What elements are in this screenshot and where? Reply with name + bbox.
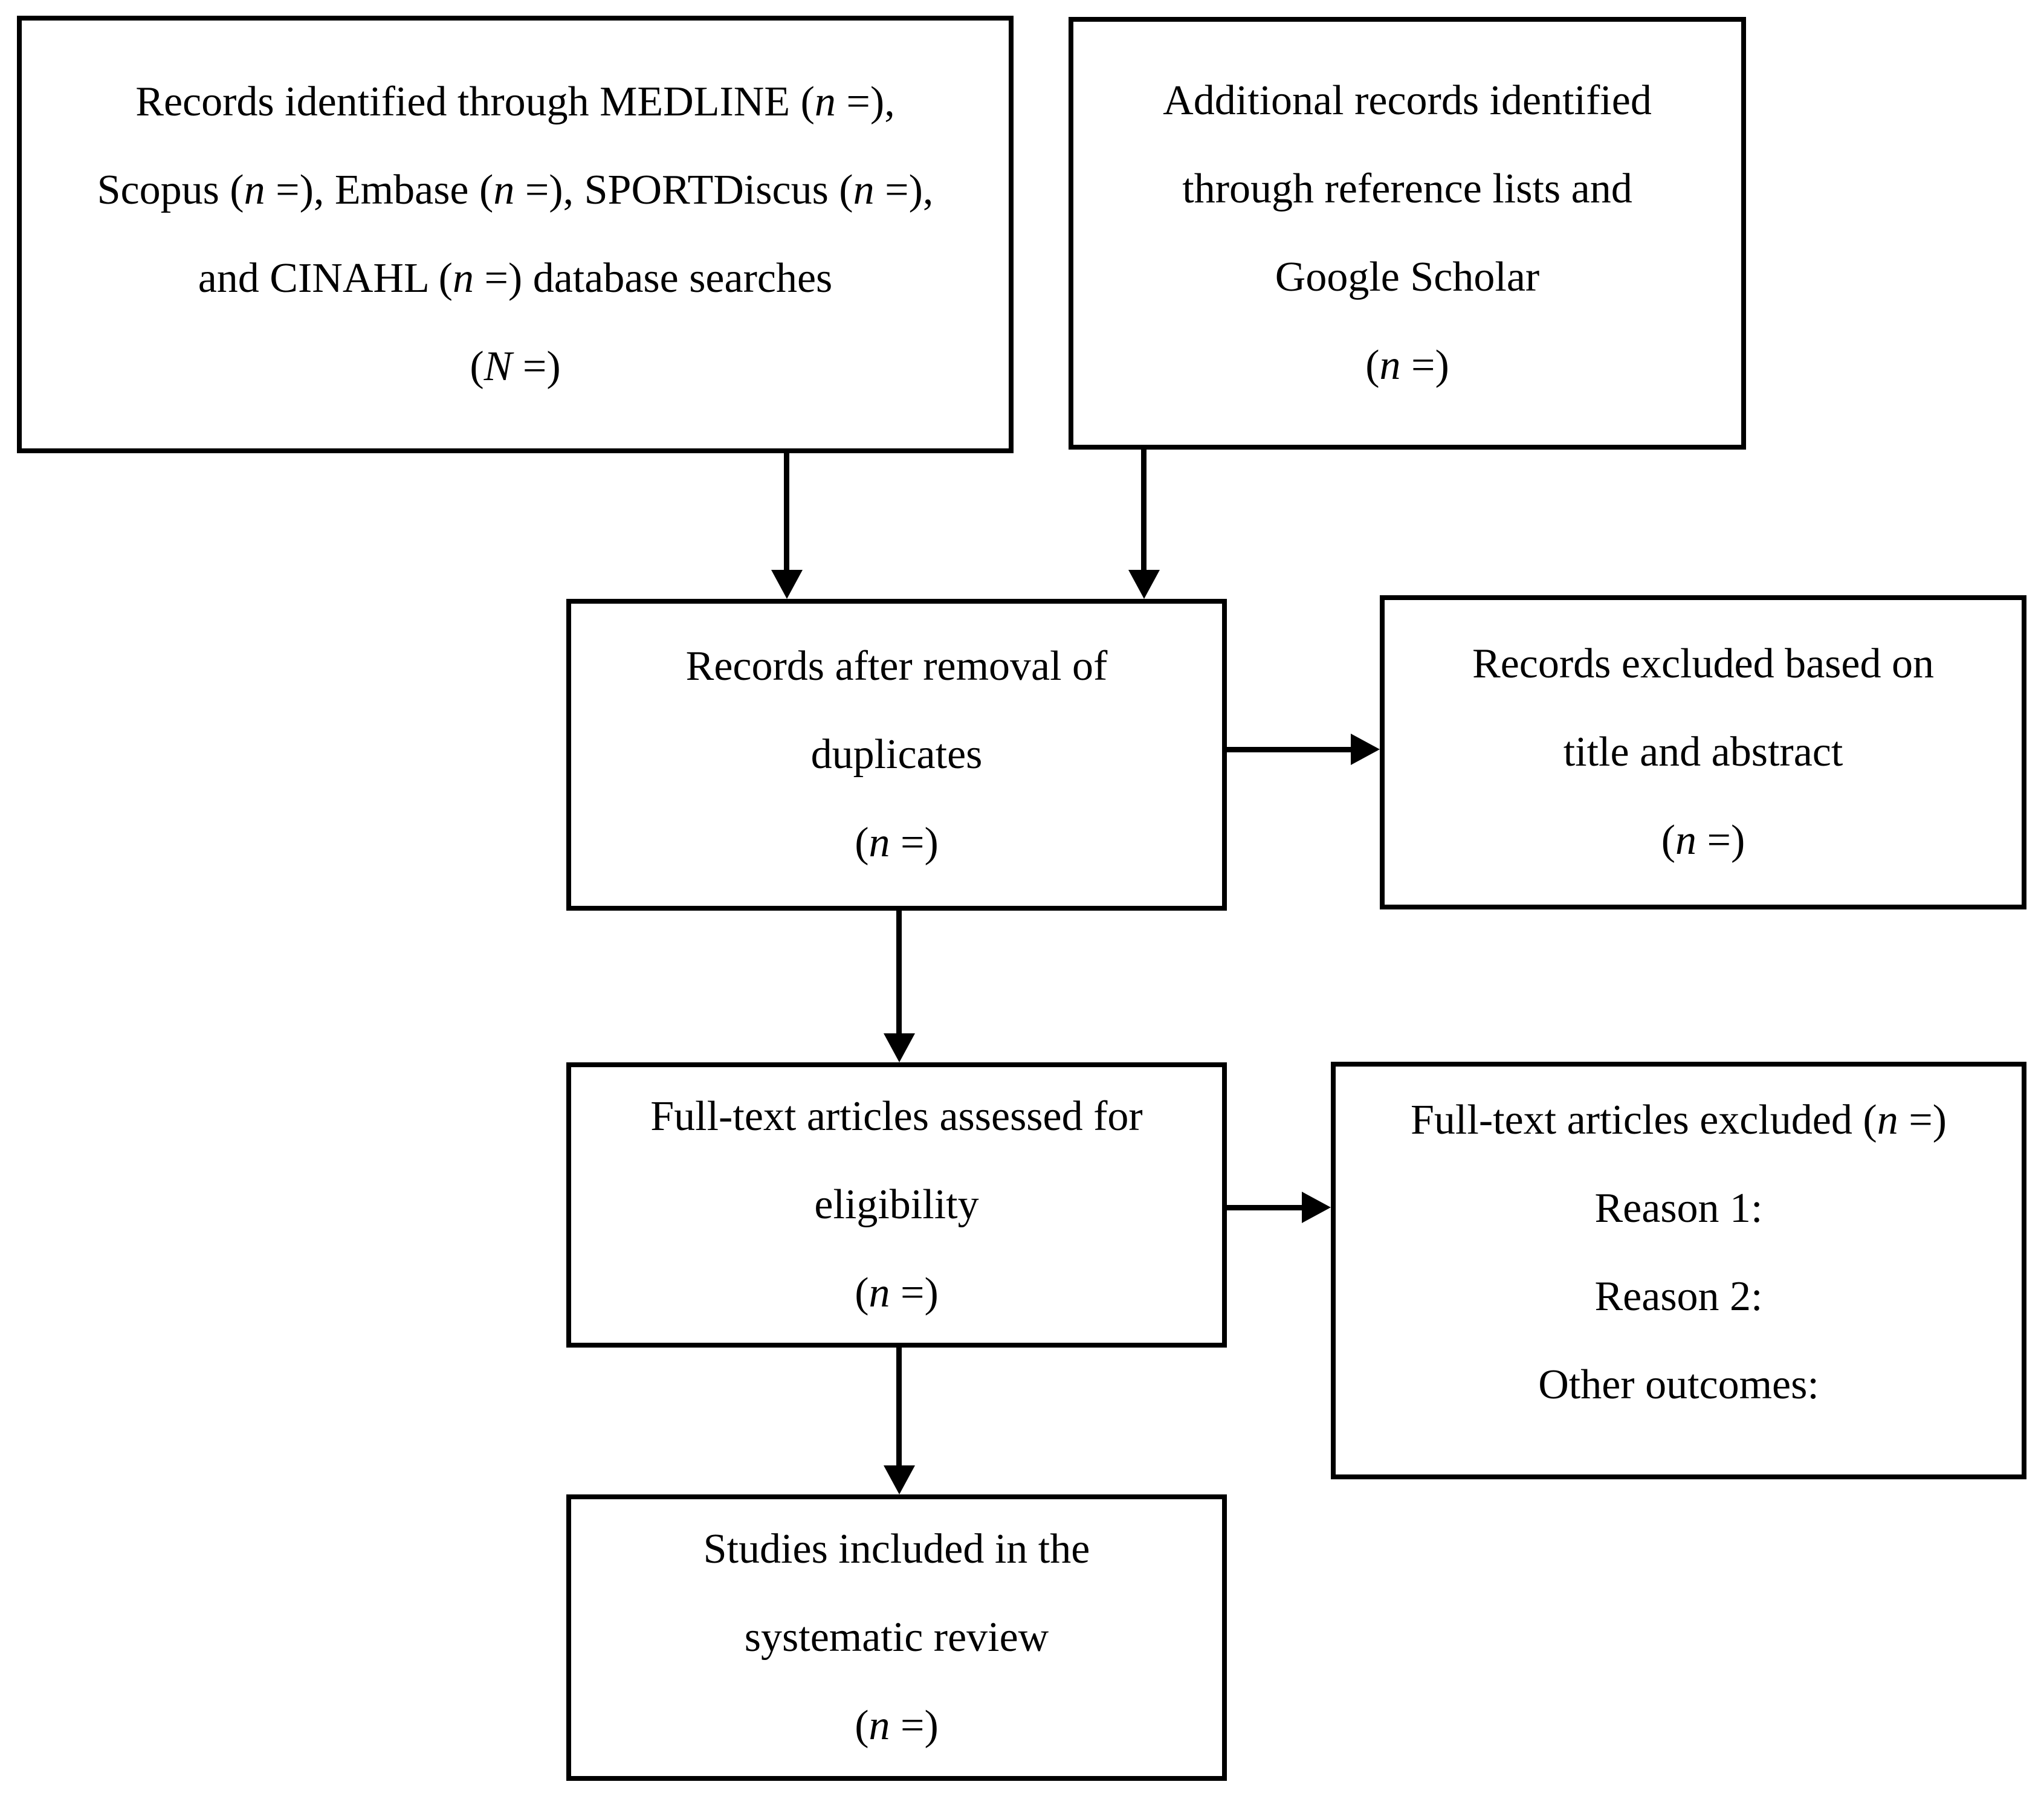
- text-line: Reason 2:: [1594, 1253, 1762, 1341]
- box-studies-included: Studies included in the systematic review…: [566, 1494, 1227, 1781]
- text-segment: (: [855, 1702, 869, 1749]
- arrow-line: [1227, 1205, 1303, 1210]
- text-segment: Full-text articles assessed for: [650, 1093, 1143, 1140]
- arrowhead-right-icon: [1351, 734, 1380, 765]
- count-variable: n: [853, 167, 875, 213]
- text-segment: Records identified through MEDLINE (: [135, 79, 815, 125]
- text-segment: duplicates: [810, 731, 983, 778]
- text-segment: Additional records identified: [1163, 77, 1652, 124]
- text-segment: =): [890, 819, 939, 866]
- arrowhead-down-icon: [771, 570, 803, 599]
- count-variable: n: [868, 819, 890, 866]
- text-segment: (: [1661, 817, 1675, 864]
- text-line: Full-text articles assessed for: [650, 1073, 1143, 1161]
- count-variable: N: [484, 343, 513, 390]
- text-line: (n =): [1365, 321, 1449, 410]
- text-line: Scopus (n =), Embase (n =), SPORTDiscus …: [97, 146, 934, 234]
- text-line: Other outcomes:: [1538, 1341, 1819, 1429]
- arrowhead-down-icon: [1128, 570, 1160, 599]
- text-segment: =): [890, 1702, 939, 1749]
- text-segment: Studies included in the: [703, 1526, 1090, 1572]
- text-line: systematic review: [745, 1594, 1049, 1682]
- text-line: through reference lists and: [1182, 145, 1632, 233]
- text-segment: Full-text articles excluded (: [1411, 1096, 1877, 1143]
- arrow-line: [1141, 450, 1147, 571]
- count-variable: n: [1379, 342, 1401, 389]
- text-line: duplicates: [811, 711, 983, 799]
- text-segment: Records after removal of: [685, 643, 1108, 689]
- text-segment: =): [1898, 1096, 1947, 1143]
- text-line: Records excluded based on: [1472, 620, 1934, 708]
- text-line: title and abstract: [1564, 708, 1843, 796]
- text-line: (n =): [1661, 796, 1745, 885]
- text-line: Google Scholar: [1275, 233, 1539, 321]
- text-line: eligibility: [814, 1161, 978, 1249]
- text-line: Full-text articles excluded (n =): [1411, 1076, 1947, 1164]
- text-segment: title and abstract: [1563, 729, 1843, 775]
- arrowhead-right-icon: [1302, 1192, 1331, 1223]
- text-line: (n =): [855, 799, 939, 887]
- arrow-line: [896, 1348, 902, 1467]
- text-line: Records identified through MEDLINE (n =)…: [135, 58, 894, 146]
- text-line: (n =): [855, 1682, 939, 1770]
- count-variable: n: [868, 1702, 890, 1749]
- text-segment: =): [890, 1270, 939, 1316]
- text-line: Reason 1:: [1594, 1164, 1762, 1253]
- text-segment: =),: [835, 79, 895, 125]
- arrow-line: [1227, 747, 1352, 752]
- box-additional-records: Additional records identified through ref…: [1069, 17, 1746, 450]
- count-variable: n: [493, 167, 515, 213]
- count-variable: n: [1675, 817, 1696, 864]
- text-segment: (: [855, 1270, 869, 1316]
- count-variable: n: [814, 79, 836, 125]
- text-segment: (: [470, 343, 484, 390]
- text-segment: systematic review: [744, 1614, 1049, 1661]
- text-segment: Reason 1:: [1594, 1184, 1763, 1232]
- arrow-line: [896, 911, 902, 1035]
- text-segment: through reference lists and: [1182, 166, 1632, 212]
- arrowhead-down-icon: [884, 1033, 915, 1062]
- text-line: Studies included in the: [703, 1505, 1090, 1594]
- text-segment: Records excluded based on: [1472, 641, 1934, 687]
- arrowhead-down-icon: [884, 1465, 915, 1494]
- text-segment: =): [1400, 342, 1449, 389]
- text-line: (N =): [470, 323, 560, 411]
- text-line: and CINAHL (n =) database searches: [198, 234, 833, 323]
- text-segment: =): [512, 343, 561, 390]
- text-segment: and CINAHL (: [198, 255, 453, 302]
- count-variable: n: [244, 167, 265, 213]
- text-line: (n =): [855, 1249, 939, 1337]
- box-fulltext-excluded: Full-text articles excluded (n =) Reason …: [1331, 1062, 2026, 1479]
- box-records-after-duplicates: Records after removal of duplicates (n =): [566, 599, 1227, 911]
- box-records-excluded-title-abstract: Records excluded based on title and abstr…: [1380, 595, 2026, 909]
- text-line: Records after removal of: [686, 622, 1108, 711]
- text-segment: =): [1696, 817, 1745, 864]
- text-segment: Reason 2:: [1594, 1273, 1763, 1320]
- text-segment: =), SPORTDiscus (: [514, 167, 853, 213]
- text-segment: =), Embase (: [265, 167, 494, 213]
- text-segment: =) database searches: [473, 255, 833, 302]
- text-segment: (: [1365, 342, 1380, 389]
- text-segment: Other outcomes:: [1538, 1361, 1819, 1408]
- arrow-line: [784, 453, 789, 571]
- text-segment: (: [855, 819, 869, 866]
- count-variable: n: [868, 1270, 890, 1316]
- text-segment: eligibility: [814, 1181, 979, 1228]
- count-variable: n: [452, 255, 474, 302]
- text-line: Additional records identified: [1163, 57, 1652, 145]
- text-segment: Scopus (: [97, 167, 244, 213]
- box-records-identified: Records identified through MEDLINE (n =)…: [17, 16, 1014, 453]
- count-variable: n: [1877, 1096, 1898, 1143]
- text-segment: Google Scholar: [1275, 254, 1540, 300]
- text-segment: =),: [874, 167, 934, 213]
- box-fulltext-assessed: Full-text articles assessed for eligibili…: [566, 1062, 1227, 1348]
